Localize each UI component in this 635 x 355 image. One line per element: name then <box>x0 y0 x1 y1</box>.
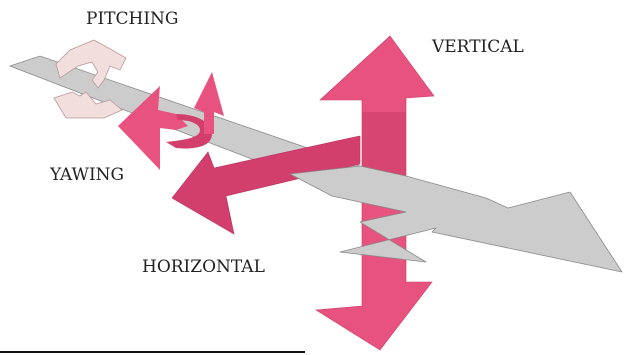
label-yawing: YAWING <box>49 165 124 185</box>
yawing-curved-arrow-icon <box>118 72 224 170</box>
label-vertical: VERTICAL <box>431 37 524 57</box>
pitching-curved-arrow-icon <box>53 39 127 119</box>
label-horizontal: HORIZONTAL <box>142 257 265 277</box>
label-pitching: PITCHING <box>86 9 179 29</box>
ground-band-front-arrow <box>289 165 623 273</box>
